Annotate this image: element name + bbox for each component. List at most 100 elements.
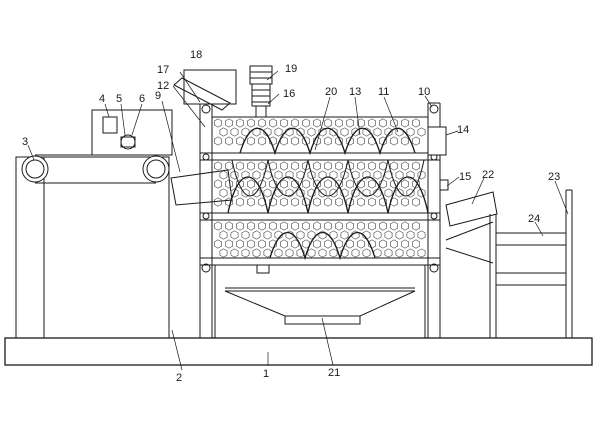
screen-perforation xyxy=(379,197,387,207)
screen-perforation xyxy=(280,161,288,171)
screen-perforation xyxy=(230,127,239,137)
lower-screen-drum xyxy=(211,219,429,261)
screen-perforation xyxy=(379,221,387,231)
label-3: 3 xyxy=(22,136,28,148)
screen-perforation xyxy=(241,188,250,198)
screen-perforation xyxy=(291,161,299,171)
screen-perforation xyxy=(236,221,244,231)
screen-perforation xyxy=(379,239,387,249)
screen-perforation xyxy=(324,136,332,146)
screen-perforation xyxy=(252,248,261,258)
screen-perforation xyxy=(406,248,415,258)
screen-perforation xyxy=(263,248,272,258)
coupling-16 xyxy=(251,83,271,107)
screen-perforation xyxy=(335,197,343,207)
screen-perforation xyxy=(357,118,365,128)
screen-perforation xyxy=(252,230,261,240)
screen-perforation xyxy=(225,221,233,231)
screen-perforation xyxy=(329,230,338,240)
roller-bracket-5 xyxy=(120,136,136,148)
screen-perforation xyxy=(324,118,332,128)
screen-perforation xyxy=(214,197,222,207)
motor-block-4 xyxy=(102,116,118,134)
screen-perforation xyxy=(269,179,277,189)
screen-perforation xyxy=(329,248,338,258)
screen-perforation xyxy=(236,136,244,146)
label-20: 20 xyxy=(325,86,337,98)
screen-perforation xyxy=(219,170,228,180)
collection-hopper xyxy=(224,287,416,325)
screen-perforation xyxy=(346,118,354,128)
screen-perforation xyxy=(285,248,294,258)
screen-perforation xyxy=(291,179,299,189)
screen-perforation xyxy=(346,136,354,146)
upper-control-box xyxy=(91,109,173,156)
screen-perforation xyxy=(285,170,294,180)
screen-perforation xyxy=(401,221,409,231)
screen-perforation xyxy=(230,188,239,198)
screen-perforation xyxy=(313,161,321,171)
screen-perforation xyxy=(390,161,398,171)
screen-perforation xyxy=(241,170,250,180)
screen-perforation xyxy=(291,136,299,146)
screen-perforation xyxy=(280,221,288,231)
screen-perforation xyxy=(368,179,376,189)
screen-perforation xyxy=(302,239,310,249)
screen-perforation xyxy=(307,230,316,240)
screen-perforation xyxy=(263,188,272,198)
screen-perforation xyxy=(417,248,426,258)
label-6: 6 xyxy=(139,93,145,105)
screen-perforation xyxy=(357,239,365,249)
screen-perforation xyxy=(280,197,288,207)
screen-perforation xyxy=(324,239,332,249)
screen-perforation xyxy=(230,230,239,240)
screen-perforation xyxy=(285,188,294,198)
screen-perforation xyxy=(280,239,288,249)
screen-perforation xyxy=(225,161,233,171)
screen-perforation xyxy=(324,221,332,231)
screen-perforation xyxy=(362,248,371,258)
screen-perforation xyxy=(269,197,277,207)
screen-perforation xyxy=(313,239,321,249)
screen-perforation xyxy=(412,179,420,189)
screen-perforation xyxy=(214,118,222,128)
screen-perforation xyxy=(335,118,343,128)
screen-perforation xyxy=(313,221,321,231)
screen-perforation xyxy=(417,230,426,240)
screen-perforation xyxy=(230,248,239,258)
screen-perforation xyxy=(247,161,255,171)
screen-perforation xyxy=(384,188,393,198)
screen-perforation xyxy=(395,188,404,198)
label-15: 15 xyxy=(459,171,471,183)
discharge-plate-lower xyxy=(445,247,494,264)
screen-perforation xyxy=(395,170,404,180)
screen-perforation xyxy=(274,248,283,258)
screen-perforation xyxy=(412,221,420,231)
screen-perforation xyxy=(406,230,415,240)
screen-perforation xyxy=(313,197,321,207)
drive-block-14 xyxy=(427,126,447,156)
label-12: 12 xyxy=(157,80,169,92)
screen-perforation xyxy=(214,239,222,249)
screen-perforation xyxy=(247,239,255,249)
screen-perforation xyxy=(368,118,376,128)
screen-perforation xyxy=(401,136,409,146)
label-16: 16 xyxy=(283,88,295,100)
label-10: 10 xyxy=(418,86,430,98)
screen-perforation xyxy=(368,161,376,171)
screen-perforation xyxy=(236,239,244,249)
screen-perforation xyxy=(351,170,360,180)
screen-perforation xyxy=(291,197,299,207)
screen-perforation xyxy=(406,188,415,198)
screen-perforation xyxy=(225,239,233,249)
screen-perforation xyxy=(247,136,255,146)
screen-perforation xyxy=(368,221,376,231)
bearing-15 xyxy=(439,179,449,191)
screen-perforation xyxy=(379,118,387,128)
screen-perforation xyxy=(384,230,393,240)
screen-perforation xyxy=(291,221,299,231)
label-9: 9 xyxy=(155,90,161,102)
conveyor-housing xyxy=(15,156,170,339)
label-22: 22 xyxy=(482,169,494,181)
